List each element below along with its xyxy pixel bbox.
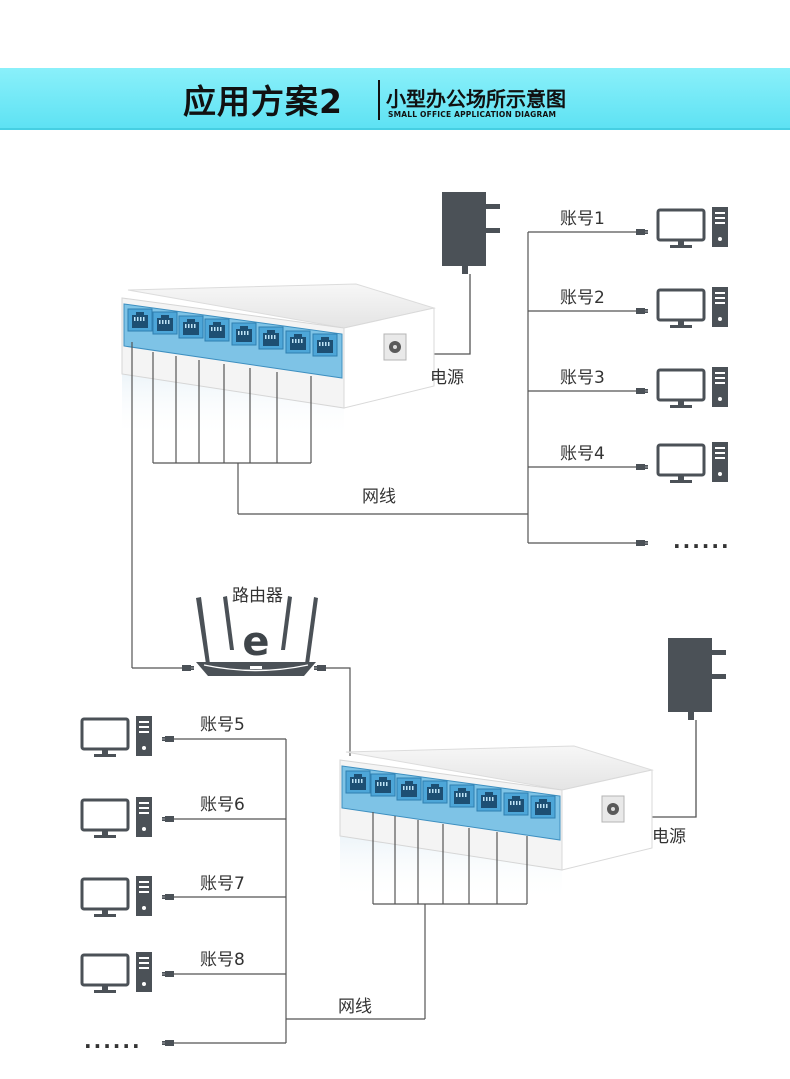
account-label-6: 账号6	[200, 795, 245, 815]
page-subtitle: 小型办公场所示意图	[386, 87, 566, 111]
account-label-8: 账号8	[200, 950, 245, 970]
power-adapter-icon	[668, 638, 726, 720]
account-label-7: 账号7	[200, 874, 245, 894]
title-divider	[378, 80, 380, 120]
account-label-2: 账号2	[560, 288, 605, 308]
computer-icon	[80, 874, 154, 919]
more-devices-top: ......	[673, 529, 731, 553]
more-devices-bottom: ......	[84, 1029, 142, 1053]
computer-icon	[656, 440, 730, 485]
power-adapter-icon	[442, 192, 500, 274]
switch-bottom: 电源 网线 账号5 账号6 账号7	[80, 638, 726, 1053]
router-label: 路由器	[232, 586, 283, 606]
computer-icon	[656, 205, 730, 250]
computer-icon	[656, 365, 730, 410]
account-label-5: 账号5	[200, 715, 245, 735]
power-label: 电源	[430, 368, 464, 388]
page-title: 应用方案2	[183, 82, 343, 121]
cable-label: 网线	[362, 487, 396, 507]
page-subtitle-english: SMALL OFFICE APPLICATION DIAGRAM	[388, 110, 557, 119]
account-label-1: 账号1	[560, 209, 605, 229]
switch-icon	[339, 745, 653, 903]
router-logo: e	[242, 619, 269, 665]
power-label: 电源	[652, 827, 686, 847]
switch-top: 电源 网线 账号1	[121, 192, 731, 668]
cable-label: 网线	[338, 997, 372, 1017]
switch-icon	[121, 283, 435, 441]
computer-icon	[80, 795, 154, 840]
header-banner	[0, 68, 790, 130]
router: e 路由器	[132, 586, 351, 756]
computer-icon	[656, 285, 730, 330]
router-icon	[196, 596, 318, 676]
account-label-3: 账号3	[560, 368, 605, 388]
account-label-4: 账号4	[560, 444, 605, 464]
computer-icon	[80, 714, 154, 759]
computer-icon	[80, 950, 154, 995]
